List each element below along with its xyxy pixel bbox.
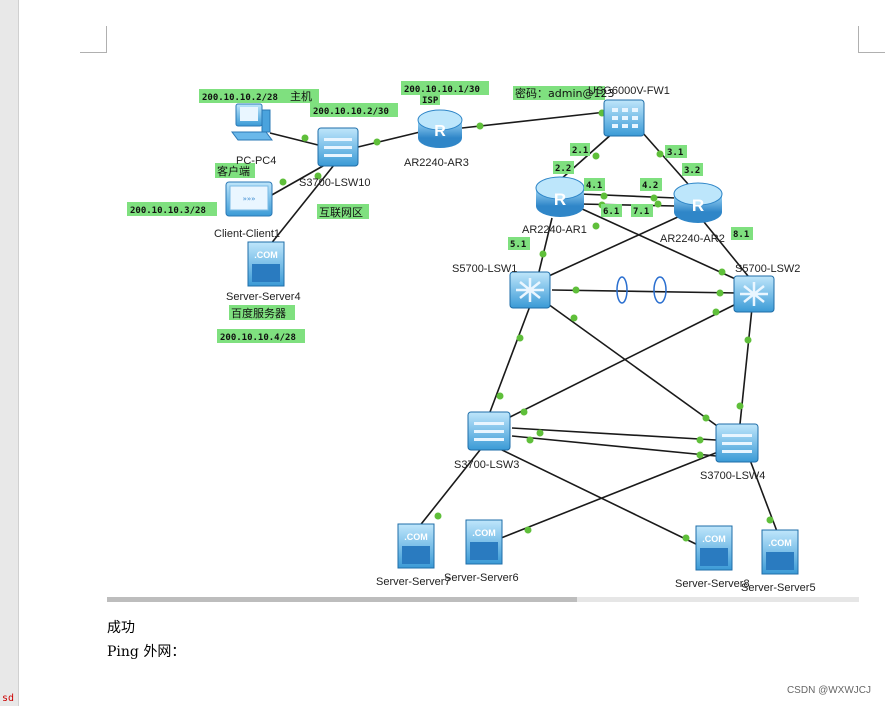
link-ar2-lsw1 — [539, 215, 681, 281]
lsw2-name-label: S5700-LSW2 — [735, 263, 800, 275]
server5-name-label: Server-Server5 — [741, 582, 816, 594]
link-lsw3-server7 — [417, 449, 481, 529]
server5-badge: .COM — [768, 538, 792, 548]
port-tag-7: 6.1 — [603, 207, 619, 217]
page-corner-top-left — [80, 26, 107, 53]
port-tag-9: 5.1 — [510, 240, 526, 250]
eth-trunk-markers — [616, 276, 667, 304]
link-lsw3-server8 — [497, 447, 701, 547]
fw1-icon — [603, 99, 645, 137]
lsw2-icon — [733, 275, 775, 313]
lsw10-icon — [317, 127, 359, 167]
ar3-role-tag: ISP — [422, 96, 439, 106]
fw1-name-label: USG6000V-FW1 — [588, 85, 670, 97]
lsw4-icon — [715, 423, 759, 463]
lsw1-name-label: S5700-LSW1 — [452, 263, 517, 275]
svg-text:»»»: »»» — [243, 195, 256, 203]
port-dots — [279, 109, 774, 542]
client-role-tag: 客户端 — [217, 164, 250, 178]
server7-name-label: Server-Server7 — [376, 576, 451, 588]
server7-icon: .COM — [397, 523, 435, 569]
pc-role-tag: 主机 — [290, 89, 312, 103]
server4-icon: .COM — [247, 241, 285, 287]
link-ar1-ar2-b — [579, 203, 677, 207]
port-tag-8: 7.1 — [633, 207, 649, 217]
server6-icon: .COM — [465, 519, 503, 565]
port-tag-6: 3.2 — [684, 166, 700, 176]
lsw10-ip-tag: 200.10.10.2/30 — [313, 107, 389, 117]
port-tag-2: 3.1 — [667, 148, 683, 158]
ar1-icon: R — [535, 176, 585, 217]
ar1-name-label: AR2240-AR1 — [522, 224, 587, 236]
ar2-icon: R — [673, 182, 723, 223]
link-lsw10-ar3 — [357, 131, 421, 148]
server8-icon: .COM — [695, 525, 733, 571]
link-ar1-ar2-a — [579, 193, 677, 199]
client-ip-tag: 200.10.10.3/28 — [130, 206, 206, 216]
port-tag-5: 4.2 — [642, 181, 658, 191]
server4-ip-tag: 200.10.10.4/28 — [220, 333, 296, 343]
link-ar1-lsw1 — [537, 217, 553, 277]
server5-icon: .COM — [761, 529, 799, 575]
server4-name-label: Server-Server4 — [226, 291, 301, 303]
link-server4-lsw10 — [269, 164, 335, 246]
link-ar2-lsw2 — [703, 221, 749, 277]
network-topology-diagram: »»» .COM R R R — [127, 81, 816, 594]
client-icon: »»» — [225, 181, 273, 217]
server4-badge: .COM — [254, 250, 278, 260]
lsw10-name-label: S3700-LSW10 — [299, 177, 371, 189]
ar2-name-label: AR2240-AR2 — [660, 233, 725, 245]
fw1-password-note: 密码：admin@123 — [515, 86, 614, 100]
server8-badge: .COM — [702, 534, 726, 544]
link-lsw3-lsw4-a — [511, 427, 717, 441]
link-lsw1-lsw4 — [547, 303, 721, 429]
document-text: 成功 Ping 外网： — [107, 616, 185, 664]
server7-badge: .COM — [404, 532, 428, 542]
ar3-name-label: AR2240-AR3 — [404, 157, 469, 169]
port-tag-3: 2.2 — [555, 164, 571, 174]
tag-highlights — [127, 81, 753, 343]
server8-name-label: Server-Server8 — [675, 578, 750, 590]
svg-text:R: R — [692, 196, 704, 215]
lsw1-icon — [509, 271, 551, 309]
page-corner-top-right — [858, 26, 885, 53]
lsw3-name-label: S3700-LSW3 — [454, 459, 519, 471]
left-margin-strip: sd — [0, 0, 19, 706]
link-pc-lsw10 — [269, 132, 323, 147]
watermark: CSDN @WXWJCJ — [786, 685, 871, 696]
svg-text:R: R — [434, 123, 446, 140]
trunk-ellipse-1 — [616, 276, 628, 304]
doc-line-ping: Ping 外网： — [107, 644, 186, 660]
pc-ip-tag: 200.10.10.2/28 — [202, 93, 278, 103]
scrollbar-thumb[interactable] — [107, 597, 577, 602]
ar3-ip-tag: 200.10.10.1/30 — [404, 85, 480, 95]
link-lsw3-lsw4-b — [511, 435, 717, 457]
server6-badge: .COM — [472, 528, 496, 538]
margin-mark: sd — [2, 693, 15, 704]
pc-icon — [231, 103, 273, 141]
doc-line-success: 成功 — [107, 620, 135, 636]
svg-text:R: R — [554, 190, 566, 209]
pc-name-label: PC-PC4 — [236, 155, 276, 167]
server4-role-tag: 百度服务器 — [231, 306, 286, 320]
port-tag-10: 8.1 — [733, 230, 749, 240]
trunk-ellipse-2 — [653, 276, 667, 304]
link-lsw2-lsw3 — [507, 303, 737, 419]
link-lsw4-server5 — [749, 459, 779, 535]
port-tag-4: 4.1 — [586, 181, 602, 191]
client-name-label: Client-Client1 — [214, 228, 280, 240]
link-ar1-lsw2 — [579, 207, 743, 283]
lsw4-name-label: S3700-LSW4 — [700, 470, 765, 482]
horizontal-scrollbar[interactable] — [107, 597, 859, 602]
server6-name-label: Server-Server6 — [444, 572, 519, 584]
ar3-icon: R — [417, 109, 463, 148]
port-tag-1: 2.1 — [572, 146, 588, 156]
link-client-lsw10 — [269, 161, 331, 197]
lsw3-icon — [467, 411, 511, 451]
link-lsw1-lsw3 — [489, 305, 531, 413]
link-lsw4-server6 — [495, 451, 719, 541]
link-ar3-fw1 — [461, 111, 607, 129]
lsw10-role-tag: 互联网区 — [319, 206, 363, 219]
link-lsw1-lsw2 — [551, 289, 739, 294]
